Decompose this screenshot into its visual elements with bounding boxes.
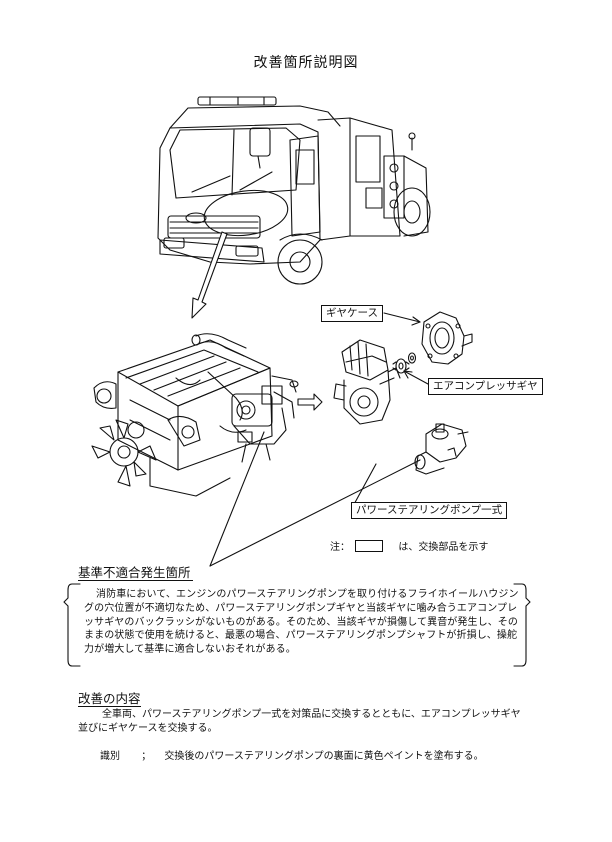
defect-heading-text: 基準不適合発生箇所 (78, 565, 193, 581)
air-compressor-illustration (333, 339, 401, 425)
small-arrow (297, 393, 323, 411)
identification-text: 交換後のパワーステアリングポンプの裏面に黄色ペイントを塗布する。 (164, 751, 484, 762)
engine-illustration (91, 333, 299, 497)
power-steering-pump-label: パワーステアリングポンプ一式 (351, 502, 508, 519)
defect-heading: 基準不適合発生箇所 (78, 562, 193, 581)
legend-note: 注： は、交換部品を示す (330, 538, 488, 553)
callout-leaders (209, 312, 429, 567)
identification-label: 識別 (100, 751, 120, 762)
fire-truck-illustration (157, 96, 431, 285)
air-compressor-gear-label: エアコンプレッサギヤ (428, 378, 543, 395)
gear-case-label: ギヤケース (321, 305, 383, 322)
legend-prefix: 注： (330, 542, 350, 553)
legend-suffix: は、交換部品を示す (398, 542, 489, 553)
gear-case-illustration (421, 311, 473, 365)
improvement-heading: 改善の内容 (78, 688, 141, 707)
compressor-gear-illustration (392, 358, 410, 374)
power-steering-pump-illustration (414, 423, 469, 475)
defect-description: 消防車において、エンジンのパワーステアリングポンプを取り付けるフライホイールハウ… (84, 589, 519, 656)
identification-line: 識別 ； 交換後のパワーステアリングポンプの裏面に黄色ペイントを塗布する。 (100, 750, 530, 764)
pointer-arrow (191, 231, 228, 319)
page-title: 改善箇所説明図 (253, 55, 359, 71)
identification-separator: ； (141, 751, 152, 762)
defect-bracket (63, 583, 531, 667)
improvement-heading-text: 改善の内容 (78, 691, 141, 707)
legend-swatch-box (355, 540, 384, 552)
improvement-description: 全車両、パワーステアリングポンプ一式を対策品に交換するとともに、エアコンプレッサ… (78, 709, 521, 734)
